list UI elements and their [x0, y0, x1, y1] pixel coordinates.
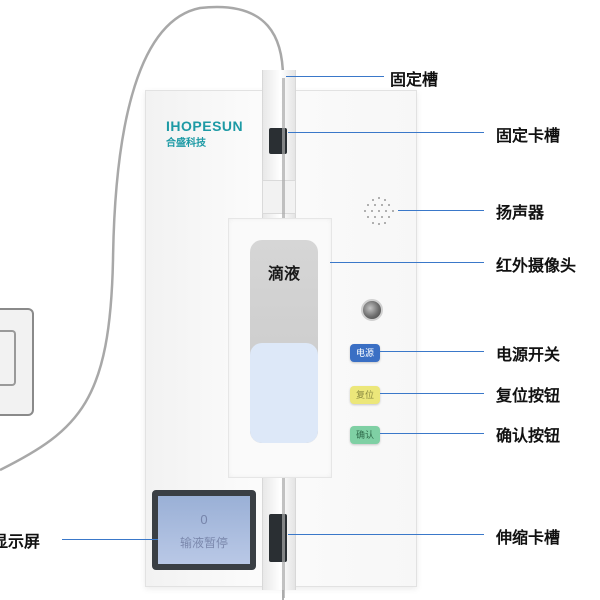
- display-number: 0: [200, 512, 208, 527]
- speaker-grille: [364, 197, 394, 225]
- leader-power: [380, 351, 484, 352]
- label-telescopic-slot: 伸缩卡槽: [496, 530, 561, 547]
- leader-fixed-slot: [286, 76, 384, 77]
- display-frame: 0 输液暂停: [152, 490, 256, 570]
- leader-reset: [380, 393, 484, 394]
- display-screen: 0 输液暂停: [158, 496, 250, 564]
- label-speaker: 扬声器: [496, 205, 545, 222]
- camera-lens-icon: [361, 299, 383, 321]
- reset-button[interactable]: 复位: [350, 386, 380, 404]
- label-confirm-button: 确认按钮: [496, 428, 561, 445]
- clip-holder: [262, 180, 296, 214]
- wall-bracket: [0, 308, 34, 416]
- leader-display: [62, 539, 158, 540]
- wall-bracket-inner: [0, 330, 16, 386]
- leader-fixed-clip-slot: [288, 132, 484, 133]
- leader-confirm: [380, 433, 484, 434]
- leader-telescopic: [288, 534, 484, 535]
- label-ir-camera: 红外摄像头: [496, 258, 577, 275]
- label-display: 显示屏: [0, 534, 41, 551]
- chamber-fluid: [250, 343, 318, 443]
- drip-chamber: 滴液: [250, 240, 318, 443]
- display-status-text: 输液暂停: [179, 536, 228, 550]
- brand-logo: IHOPESUN: [166, 118, 244, 134]
- label-fixed-clip-slot: 固定卡槽: [496, 128, 561, 145]
- label-fixed-slot: 固定槽: [390, 72, 439, 89]
- label-reset-button: 复位按钮: [496, 388, 561, 405]
- confirm-button[interactable]: 确认: [350, 426, 380, 444]
- leader-ir-camera: [330, 262, 484, 263]
- power-button[interactable]: 电源: [350, 344, 380, 362]
- chamber-label: 滴液: [267, 266, 300, 283]
- brand-logo-cn: 合盛科技: [166, 138, 206, 149]
- leader-speaker: [398, 210, 484, 211]
- label-power-switch: 电源开关: [496, 347, 561, 364]
